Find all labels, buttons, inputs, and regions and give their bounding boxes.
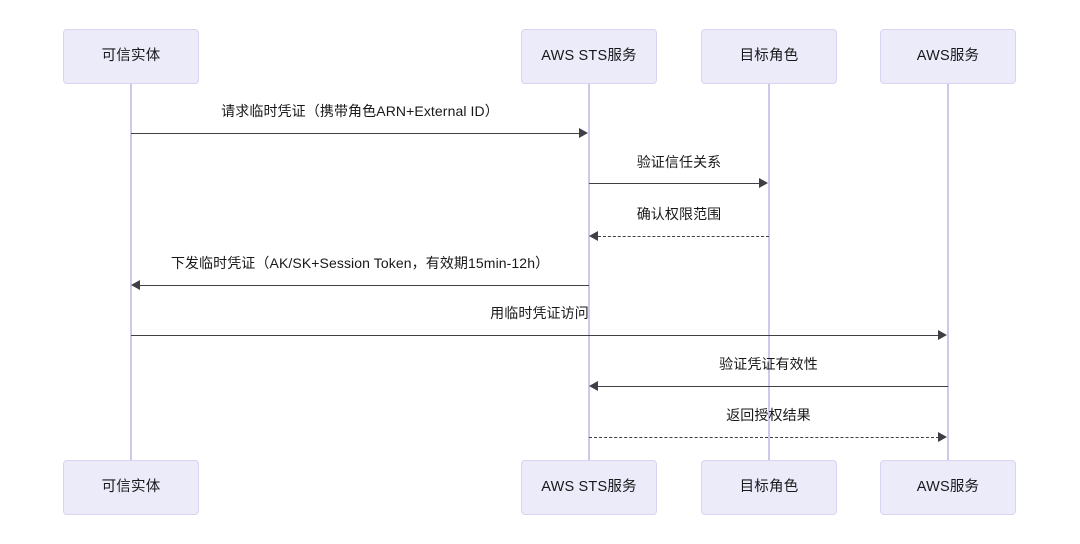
lifeline-aws-sts [588, 84, 590, 462]
lifeline-target-role [768, 84, 770, 462]
message-arrowhead-5 [938, 330, 947, 340]
message-line-7 [589, 437, 939, 438]
message-line-5 [131, 335, 939, 336]
message-label-2: 验证信任关系 [636, 154, 722, 170]
message-arrowhead-6 [589, 381, 598, 391]
participant-top-trusted-entity[interactable]: 可信实体 [63, 29, 199, 84]
participant-bottom-aws-service[interactable]: AWS服务 [880, 460, 1016, 515]
participant-bottom-trusted-entity[interactable]: 可信实体 [63, 460, 199, 515]
message-label-5: 用临时凭证访问 [490, 305, 589, 321]
participant-top-aws-service[interactable]: AWS服务 [880, 29, 1016, 84]
message-label-4: 下发临时凭证（AK/SK+Session Token，有效期15min-12h） [170, 255, 550, 271]
lifeline-trusted-entity [130, 84, 132, 462]
message-line-6 [598, 386, 948, 387]
participant-label: AWS STS服务 [541, 478, 637, 495]
message-line-1 [131, 133, 580, 134]
participant-bottom-aws-sts[interactable]: AWS STS服务 [521, 460, 657, 515]
message-arrowhead-1 [579, 128, 588, 138]
message-arrowhead-4 [131, 280, 140, 290]
message-label-7: 返回授权结果 [726, 407, 811, 423]
participant-label: 可信实体 [101, 478, 161, 495]
message-line-2 [589, 183, 760, 184]
participant-label: 目标角色 [739, 47, 799, 64]
participant-label: AWS服务 [916, 478, 980, 495]
participant-label: 目标角色 [739, 478, 799, 495]
message-line-4 [140, 285, 589, 286]
participant-top-aws-sts[interactable]: AWS STS服务 [521, 29, 657, 84]
message-label-6: 验证凭证有效性 [719, 356, 818, 372]
message-arrowhead-3 [589, 231, 598, 241]
participant-label: AWS STS服务 [541, 47, 637, 64]
participant-label: AWS服务 [916, 47, 980, 64]
lifeline-aws-service [947, 84, 949, 462]
message-label-3: 确认权限范围 [636, 206, 722, 222]
message-arrowhead-7 [938, 432, 947, 442]
message-line-3 [598, 236, 769, 237]
participant-top-target-role[interactable]: 目标角色 [701, 29, 837, 84]
participant-bottom-target-role[interactable]: 目标角色 [701, 460, 837, 515]
participant-label: 可信实体 [101, 47, 161, 64]
message-arrowhead-2 [759, 178, 768, 188]
message-label-1: 请求临时凭证（携带角色ARN+External ID） [221, 103, 499, 119]
